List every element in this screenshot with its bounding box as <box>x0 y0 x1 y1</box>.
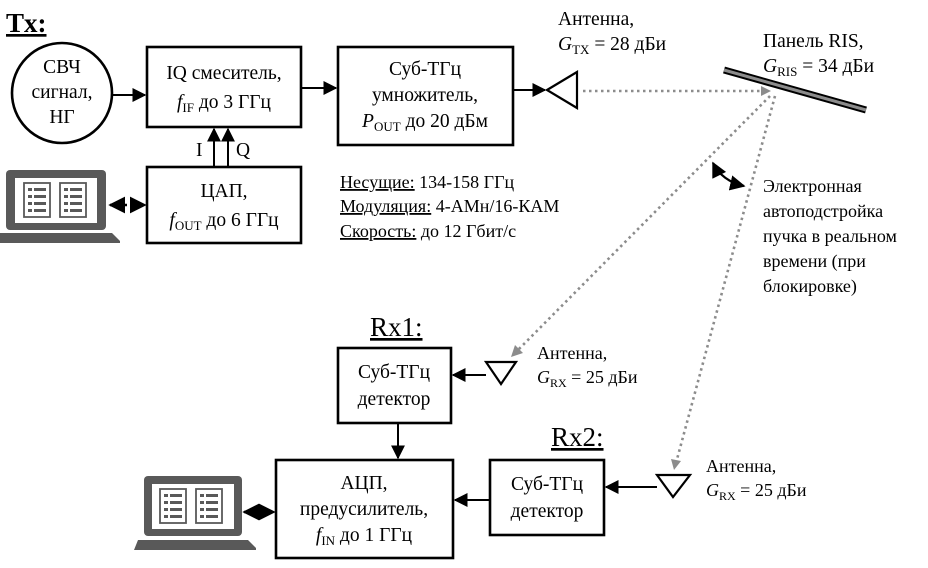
rf-source-line-1: СВЧ <box>43 57 81 78</box>
beam-tx-arrowhead <box>761 86 771 96</box>
multiplier-line-1: Суб-ТГц <box>389 59 461 80</box>
dac-line-2: fOUT до 6 ГГц <box>169 210 278 233</box>
iq-mixer-block: IQ смеситель, fIF до 3 ГГц <box>145 45 303 129</box>
beam-ris-to-rx1 <box>516 95 771 352</box>
rx-laptop-icon <box>134 476 256 550</box>
rx2-detector-line-2: детектор <box>511 501 584 522</box>
beam-ris-to-rx2 <box>674 95 777 464</box>
ris-note-line-5: блокировке) <box>763 276 857 297</box>
ris-note-line-4: времени (при <box>763 251 866 272</box>
rf-source-block: СВЧ сигнал, НГ <box>10 41 114 145</box>
rx2-antenna-gain: GRX = 25 дБи <box>706 480 807 503</box>
rx1-detector-line-2: детектор <box>358 389 431 410</box>
dac-block: ЦАП, fOUT до 6 ГГц <box>145 165 303 245</box>
tx-heading: Tx: <box>6 8 47 38</box>
rx2-antenna-icon <box>654 473 693 499</box>
multiplier-line-3: POUT до 20 дБм <box>361 111 488 134</box>
rx1-antenna-title: Антенна, <box>537 343 607 363</box>
iq-mixer-line-2: fIF до 3 ГГц <box>177 92 271 115</box>
rx2-detector-line-1: Суб-ТГц <box>511 474 583 495</box>
rx1-detector-block: Суб-ТГц детектор <box>336 346 453 425</box>
ris-gain: GRIS = 34 дБи <box>763 56 874 79</box>
rx1-heading: Rx1: <box>370 312 423 342</box>
dac-line-1: ЦАП, <box>200 181 247 202</box>
rx2-antenna-title: Антенна, <box>706 456 776 476</box>
i-label: I <box>196 140 203 161</box>
tx-antenna-gain: GTX = 28 дБи <box>558 34 666 57</box>
rx2-detector-block: Суб-ТГц детектор <box>488 458 606 537</box>
spec-rate: Скорость: до 12 Гбит/с <box>340 221 516 241</box>
multiplier-line-2: умножитель, <box>372 85 478 106</box>
multiplier-block: Суб-ТГц умножитель, POUT до 20 дБм <box>336 45 515 147</box>
beam-rx1-arrowhead <box>511 345 523 357</box>
rf-source-line-2: сигнал, <box>32 82 93 103</box>
ris-note-line-1: Электронная <box>763 176 862 196</box>
spec-modulation: Модуляция: 4-АМн/16-КАМ <box>340 196 559 216</box>
rx2-heading: Rx2: <box>551 422 604 452</box>
spec-carriers: Несущие: 134-158 ГГц <box>340 172 514 192</box>
adc-block: АЦП, предусилитель, fIN до 1 ГГц <box>274 458 455 560</box>
ris-panel-icon <box>723 66 867 114</box>
iq-mixer-line-1: IQ смеситель, <box>166 63 281 84</box>
beam-rx2-arrowhead <box>671 459 681 470</box>
rx1-detector-line-1: Суб-ТГц <box>358 362 430 383</box>
tx-laptop-icon <box>0 170 120 243</box>
q-label: Q <box>236 140 250 161</box>
tx-antenna-icon <box>544 70 579 110</box>
adc-line-3: fIN до 1 ГГц <box>316 525 412 548</box>
rx1-antenna-icon <box>483 360 519 386</box>
rx1-antenna-gain: GRX = 25 дБи <box>537 367 638 390</box>
beam-steering-arrow <box>712 161 746 191</box>
ris-title: Панель RIS, <box>763 31 864 52</box>
adc-line-2: предусилитель, <box>300 499 428 520</box>
adc-line-1: АЦП, <box>340 473 387 494</box>
ris-note-line-3: пучка в реальном <box>763 226 897 246</box>
rf-source-line-3: НГ <box>49 107 74 128</box>
ris-note-line-2: автоподстройка <box>763 201 883 221</box>
tx-antenna-title: Антенна, <box>558 9 634 30</box>
